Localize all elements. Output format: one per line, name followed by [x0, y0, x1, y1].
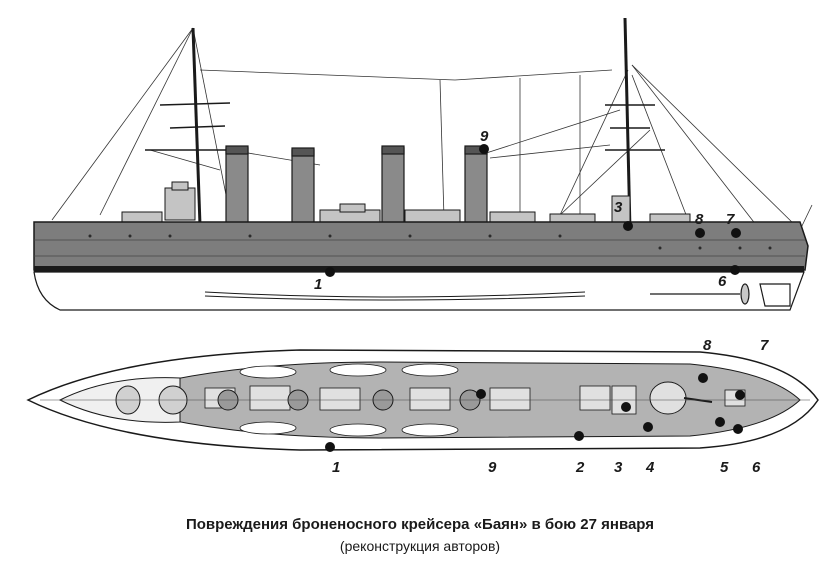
- plan-hit-label-7: 7: [760, 337, 769, 354]
- plan-hit-marker-3: [621, 402, 631, 412]
- plan-hit-label-8: 8: [703, 337, 712, 354]
- plan-hit-label-5: 5: [720, 459, 729, 476]
- diagram-subtitle: (реконструкция авторов): [339, 538, 501, 554]
- plan-hit-marker-8: [698, 373, 708, 383]
- side-hit-marker-3: [623, 221, 633, 231]
- funnel-1: [225, 147, 249, 231]
- armour-belt: [34, 266, 804, 272]
- plan-hit-marker-1: [325, 442, 335, 452]
- hull-upper: [33, 221, 809, 271]
- masts: [145, 17, 665, 231]
- propeller: [650, 283, 791, 307]
- hull-underwater: [33, 271, 805, 311]
- funnel-2: [291, 149, 315, 231]
- side-profile-view: [33, 17, 813, 311]
- plan-hit-marker-5: [715, 417, 725, 427]
- plan-hit-label-9: 9: [488, 459, 497, 476]
- plan-hit-label-1: 1: [332, 459, 340, 476]
- plan-hit-label-6: 6: [752, 459, 761, 476]
- side-hit-marker-7: [731, 228, 741, 238]
- diagram-title: Повреждения броненосного крейсера «Баян»…: [185, 516, 655, 533]
- side-hit-marker-9: [479, 144, 489, 154]
- side-hit-marker-1: [325, 267, 335, 277]
- side-hit-marker-6: [730, 265, 740, 275]
- side-hit-label-7: 7: [726, 211, 735, 228]
- side-hit-label-3: 3: [614, 199, 623, 216]
- plan-hit-label-4: 4: [645, 459, 655, 476]
- boats: [239, 363, 459, 437]
- plan-hit-marker-2: [574, 431, 584, 441]
- top-plan-view: [26, 349, 819, 451]
- plan-hit-marker-4: [643, 422, 653, 432]
- plan-hit-marker-9: [476, 389, 486, 399]
- funnels: [225, 145, 488, 231]
- portholes: [88, 234, 772, 250]
- side-hit-marker-8: [695, 228, 705, 238]
- plan-hit-label-2: 2: [575, 459, 585, 476]
- funnel-4: [464, 147, 488, 231]
- superstructure: [121, 181, 691, 227]
- funnel-3: [381, 147, 405, 231]
- plan-hit-label-3: 3: [614, 459, 623, 476]
- side-hit-label-8: 8: [695, 211, 704, 228]
- plan-hit-marker-7: [735, 390, 745, 400]
- plan-hit-marker-6: [733, 424, 743, 434]
- side-hit-label-1: 1: [314, 276, 322, 293]
- aft-turret: [649, 381, 687, 415]
- side-hit-label-9: 9: [480, 128, 489, 145]
- hit-markers: 1 3 6 7 8 9 1 2 3 4 5 6 7 8 9: [314, 128, 769, 476]
- side-hit-label-6: 6: [718, 273, 727, 290]
